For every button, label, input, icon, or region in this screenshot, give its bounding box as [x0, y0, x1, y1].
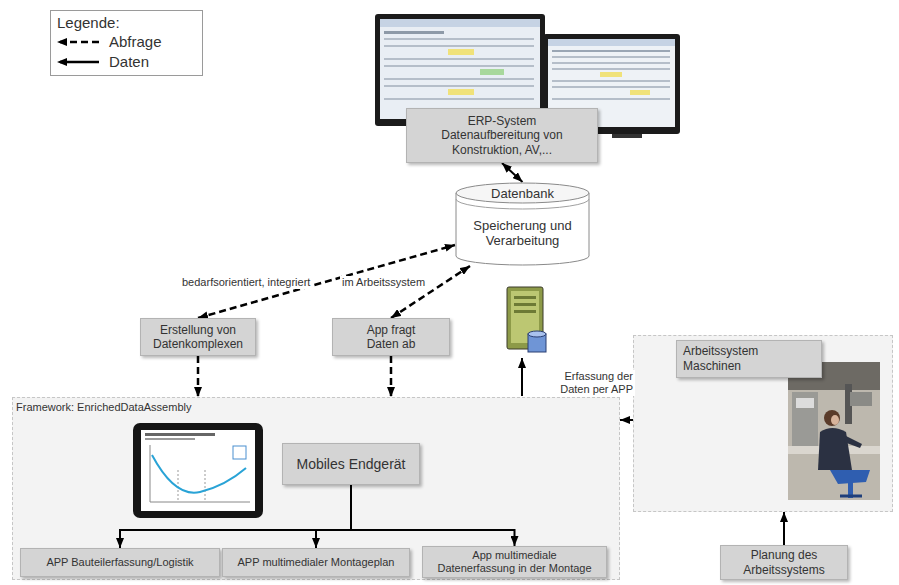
monitor-left-part: [448, 89, 474, 95]
process-box: App fragt Daten ab: [332, 318, 450, 356]
monitor-right-part: [552, 80, 670, 82]
server-icon-part: [514, 296, 536, 299]
monitor-right-part: [552, 50, 670, 52]
server-icon-part: [514, 303, 536, 306]
device-box: Mobiles Endgerät: [282, 443, 420, 485]
server-icon-part: [507, 287, 543, 349]
server-icon-part: [514, 310, 536, 313]
legend-line: [57, 37, 101, 47]
monitor-left-part: [384, 85, 534, 87]
solid-arrow: [502, 163, 523, 182]
legend-text: Daten: [109, 53, 149, 71]
server-icon-part: [528, 334, 546, 352]
monitor-right-part: [552, 86, 670, 88]
monitor-right-part: [552, 56, 670, 58]
monitor-left-part: [448, 49, 474, 55]
monitor-left-part: [384, 45, 534, 47]
database-title: Datenbank: [491, 186, 554, 201]
database-body: [456, 193, 589, 265]
edge-label: im Arbeitssystem: [340, 276, 427, 289]
solid-arrow: [620, 419, 633, 421]
monitor-left-part: [480, 69, 504, 75]
monitor-right-part: [548, 39, 675, 46]
panel-heading: Arbeitssystem Maschinen: [676, 340, 822, 378]
framework-title: Framework: EnrichedDataAssembly: [16, 401, 619, 413]
system-box: ERP-SystemDatenaufbereitung von Konstruk…: [406, 108, 598, 163]
monitor-right-part: [600, 72, 622, 77]
monitor-right-part: [552, 62, 670, 64]
monitor-left-part: [384, 58, 534, 60]
server-icon-part: [528, 331, 546, 337]
app-box: App multimediale Datenerfassung in der M…: [422, 546, 607, 578]
dashed-arrow: [391, 266, 470, 318]
monitor-right-part: [552, 98, 670, 100]
system-title: ERP-System: [468, 114, 537, 128]
legend-row: Daten: [57, 52, 196, 72]
legend-row: Abfrage: [57, 32, 196, 52]
legend-text: Abfrage: [109, 33, 162, 51]
system-description: Datenaufbereitung von Konstruktion, AV,.…: [417, 128, 587, 157]
legend-line: [57, 57, 101, 67]
monitor-left-part: [384, 98, 534, 100]
legend-box: Legende:AbfrageDaten: [50, 10, 203, 76]
process-label: Planung des Arbeitssystems: [731, 548, 837, 577]
dashed-arrow: [390, 356, 393, 397]
legend-title: Legende:: [57, 14, 196, 32]
monitor-left-part: [380, 19, 540, 27]
app-box: APP Bauteilerfassung/Logistik: [20, 548, 220, 577]
server-icon: [507, 287, 546, 352]
monitor-left-part: [384, 65, 534, 67]
app-label: APP Bauteilerfassung/Logistik: [46, 556, 193, 569]
dashed-arrow: [197, 356, 200, 397]
app-label: App multimediale Datenerfassung in der M…: [435, 549, 594, 575]
legend-arrowhead: [57, 58, 67, 66]
app-box: APP multimedialer Montageplan: [222, 548, 410, 577]
device-label: Mobiles Endgerät: [297, 456, 406, 473]
edge-label: bedarfsorientiert, integriert: [180, 276, 312, 289]
process-label: Erstellung von Datenkomplexen: [149, 323, 247, 352]
edge-label: Erfassung der Daten per APP: [543, 370, 635, 396]
database-top: [456, 183, 589, 203]
database-cylinder: DatenbankSpeicherung und Verarbeitung: [455, 182, 590, 266]
legend-arrowhead: [57, 38, 67, 46]
monitor-right-part: [612, 134, 642, 138]
process-label: App fragt Daten ab: [355, 323, 427, 352]
monitor-left-part: [380, 19, 540, 119]
solid-arrow: [783, 512, 785, 545]
server-icon-part: [511, 291, 539, 343]
process-box: Planung des Arbeitssystems: [720, 545, 848, 580]
framework-panel: Framework: EnrichedDataAssemblyMobiles E…: [12, 397, 620, 580]
monitor-left-part: [384, 38, 534, 40]
app-label: APP multimedialer Montageplan: [238, 556, 395, 569]
process-box: Erstellung von Datenkomplexen: [140, 318, 256, 356]
work-system-panel: Arbeitssystem Maschinen: [633, 335, 893, 512]
monitor-left-part: [384, 31, 444, 34]
monitor-left-part: [384, 78, 534, 80]
monitor-right-part: [552, 68, 670, 70]
database-description: Speicherung und Verarbeitung: [455, 218, 590, 248]
server-arrow: [521, 358, 523, 396]
monitor-right-part: [630, 90, 650, 95]
